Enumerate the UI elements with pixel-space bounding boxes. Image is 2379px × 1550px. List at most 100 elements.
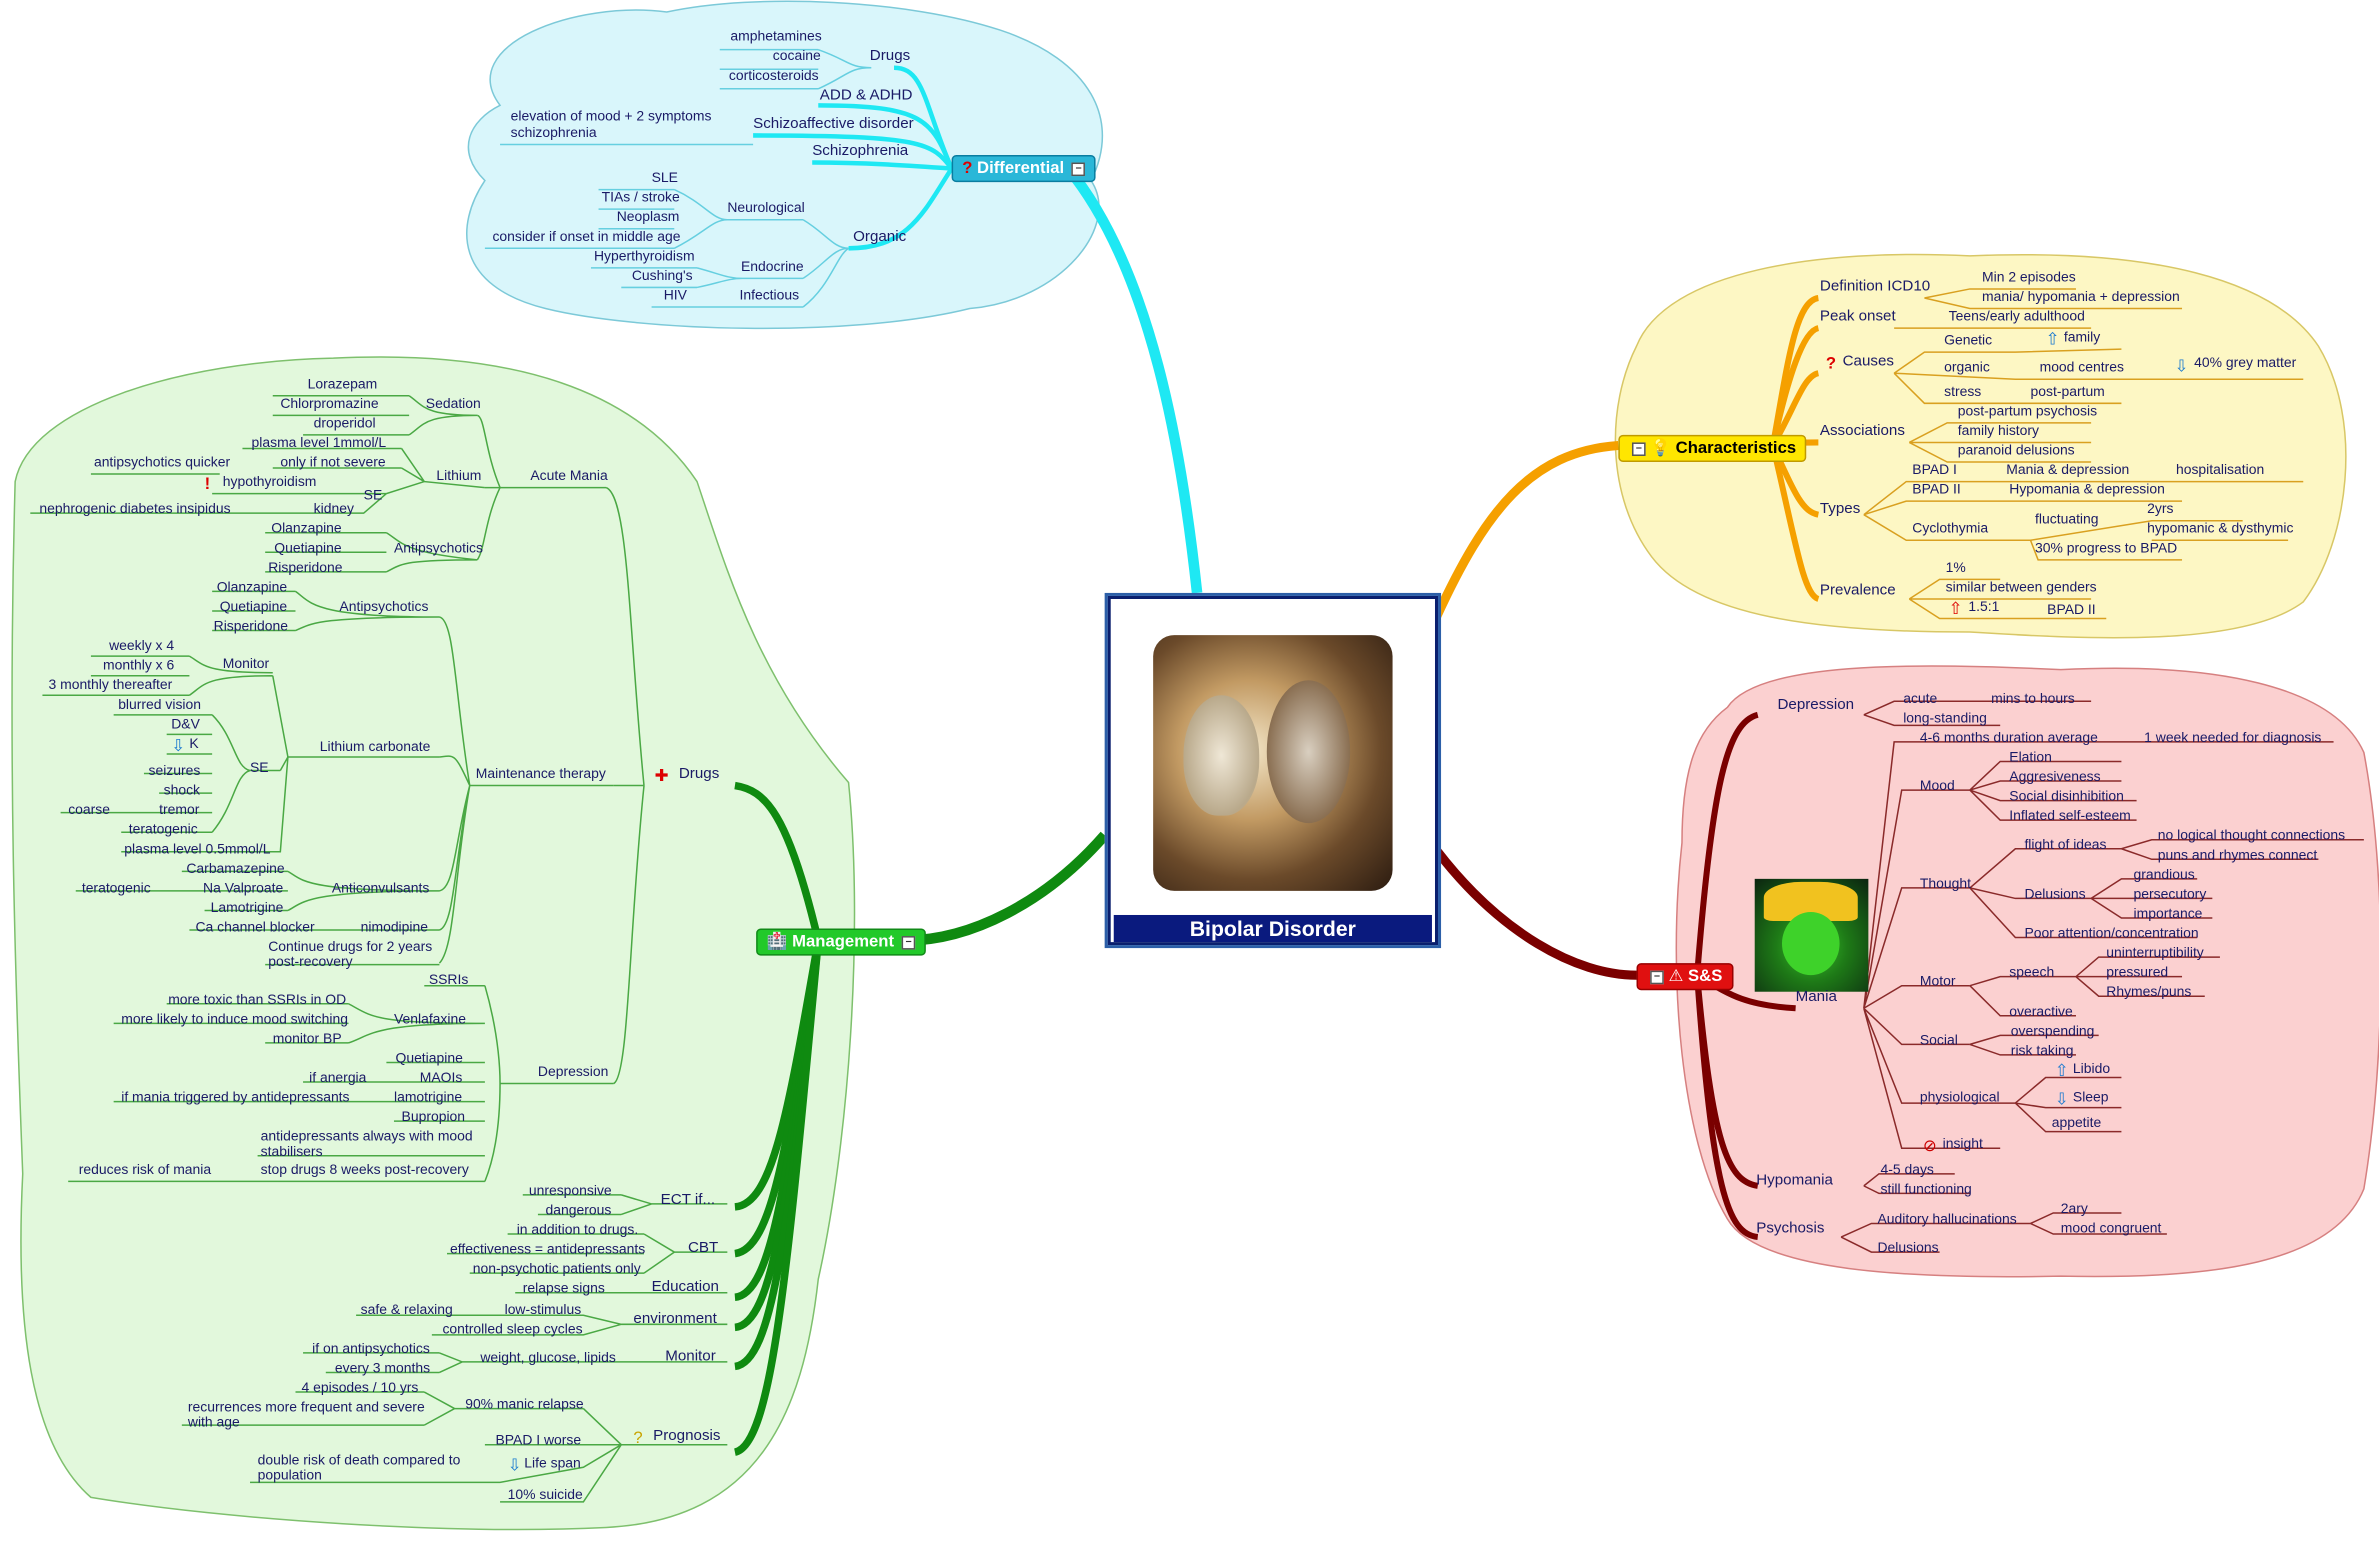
topic-label[interactable]: BPAD II xyxy=(2047,601,2096,618)
topic-label[interactable]: Definition ICD10 xyxy=(1819,278,1931,295)
topic-label[interactable]: nephrogenic diabetes insipidus xyxy=(39,501,231,517)
topic-label[interactable]: acute xyxy=(1903,690,1938,706)
topic-label[interactable]: Types xyxy=(1819,501,1861,518)
topic-label[interactable]: 4 episodes / 10 yrs xyxy=(301,1379,419,1396)
topic-label[interactable]: Endocrine xyxy=(740,258,804,274)
topic-label[interactable]: Risperidone xyxy=(268,559,343,575)
topic-label[interactable]: Inflated self-esteem xyxy=(2009,808,2131,824)
topic-label[interactable]: Rhymes/puns xyxy=(2106,984,2192,1000)
topic-label[interactable]: post-recovery xyxy=(268,954,353,970)
topic-label[interactable]: low-stimulus xyxy=(504,1301,582,1317)
topic-label[interactable]: Hypomania & depression xyxy=(2009,481,2165,497)
topic-label[interactable]: dangerous xyxy=(545,1202,612,1218)
topic-label[interactable]: Associations xyxy=(1819,422,1905,440)
topic-label[interactable]: overactive xyxy=(2009,1003,2073,1019)
topic-label[interactable]: Min 2 episodes xyxy=(1982,269,2076,285)
topic-label[interactable]: SE xyxy=(363,487,383,503)
topic-label[interactable]: Quetiapine xyxy=(274,540,342,556)
topic-label[interactable]: Lithium carbonate xyxy=(319,738,431,754)
topic-label[interactable]: 4-5 days xyxy=(1880,1161,1934,1177)
topic-label[interactable]: Hyperthyroidism xyxy=(593,248,695,264)
collapse-toggle[interactable]: − xyxy=(1071,161,1086,176)
topic-label[interactable]: plasma level 0.5mmol/L xyxy=(124,841,271,857)
topic-label[interactable]: speech xyxy=(2009,964,2055,980)
topic-label[interactable]: Quetiapine xyxy=(219,598,288,614)
topic-label[interactable]: CBT xyxy=(687,1240,719,1257)
topic-label[interactable]: Neoplasm xyxy=(616,209,680,225)
topic-label[interactable]: Depression xyxy=(1777,696,1855,714)
topic-label[interactable]: teratogenic xyxy=(128,821,198,837)
topic-label[interactable]: pressured xyxy=(2106,964,2169,980)
topic-label[interactable]: elevation of mood + 2 symptoms xyxy=(510,108,712,124)
topic-label[interactable]: Risperidone xyxy=(213,618,288,634)
topic-label[interactable]: importance xyxy=(2133,905,2203,921)
topic-label[interactable]: Olanzapine xyxy=(271,520,342,536)
topic-label[interactable]: Social xyxy=(1919,1032,1958,1048)
topic-label[interactable]: if mania triggered by antidepressants xyxy=(121,1089,350,1105)
topic-label[interactable]: post-partum psychosis xyxy=(1957,403,2098,419)
topic-label[interactable]: Sedation xyxy=(425,395,481,411)
topic-label[interactable]: MAOIs xyxy=(419,1069,463,1086)
topic-label[interactable]: Prognosis xyxy=(653,1428,721,1445)
topic-label[interactable]: weekly x 4 xyxy=(109,638,175,654)
topic-label[interactable]: effectiveness = antidepressants xyxy=(450,1241,646,1257)
topic-label[interactable]: Chlorpromazine xyxy=(280,395,379,411)
topic-label[interactable]: Monitor xyxy=(665,1348,716,1365)
topic-label[interactable]: 30% progress to BPAD xyxy=(2035,540,2178,556)
topic-label[interactable]: Education xyxy=(651,1279,719,1296)
topic-label[interactable]: Mania & depression xyxy=(2006,462,2130,478)
topic-label[interactable]: ADD & ADHD xyxy=(819,87,913,104)
topic-label[interactable]: if on antipsychotics xyxy=(312,1340,430,1356)
topic-label[interactable]: still functioning xyxy=(1880,1181,1972,1197)
topic-label[interactable]: overspending xyxy=(2010,1023,2095,1039)
topic-label[interactable]: flight of ideas xyxy=(2024,836,2107,852)
topic-label[interactable]: Life span xyxy=(524,1455,581,1471)
topic-label[interactable]: population xyxy=(257,1467,322,1483)
topic-label[interactable]: Drugs xyxy=(678,765,720,783)
topic-label[interactable]: Peak onset xyxy=(1819,308,1896,326)
topic-label[interactable]: reduces risk of mania xyxy=(78,1161,212,1177)
topic-label[interactable]: persecutory xyxy=(2133,886,2207,902)
topic-label[interactable]: lamotrigine xyxy=(393,1089,463,1105)
topic-label[interactable]: Organic xyxy=(853,228,907,246)
topic-label[interactable]: Schizophrenia xyxy=(812,142,909,160)
topic-label[interactable]: teratogenic xyxy=(81,880,151,896)
branch-differential[interactable]: ? Differential − xyxy=(951,155,1097,183)
topic-label[interactable]: Carbamazepine xyxy=(186,860,285,876)
topic-label[interactable]: similar between genders xyxy=(1945,579,2097,595)
topic-label[interactable]: plasma level 1mmol/L xyxy=(251,434,387,450)
branch-ss[interactable]: − ⚠ S&S xyxy=(1636,963,1733,991)
topic-label[interactable]: stabilisers xyxy=(260,1143,323,1159)
topic-label[interactable]: every 3 months xyxy=(334,1360,431,1376)
topic-label[interactable]: consider if onset in middle age xyxy=(492,228,681,244)
topic-label[interactable]: mins to hours xyxy=(1991,690,2075,706)
topic-label[interactable]: family xyxy=(2063,329,2101,345)
topic-label[interactable]: Quetiapine xyxy=(395,1050,463,1066)
topic-label[interactable]: corticosteroids xyxy=(728,67,819,83)
topic-label[interactable]: Motor xyxy=(1919,973,1956,989)
topic-label[interactable]: post-partum xyxy=(2030,383,2105,399)
topic-label[interactable]: amphetamines xyxy=(730,28,822,44)
topic-label[interactable]: Elation xyxy=(2009,749,2052,765)
topic-label[interactable]: droperidol xyxy=(313,415,376,431)
central-topic[interactable]: Bipolar Disorder xyxy=(1104,592,1442,949)
topic-label[interactable]: Antipsychotics xyxy=(393,540,483,556)
topic-label[interactable]: mood congruent xyxy=(2060,1220,2162,1236)
topic-label[interactable]: Na Valproate xyxy=(203,880,284,896)
topic-label[interactable]: appetite xyxy=(2051,1115,2102,1131)
topic-label[interactable]: Lithium xyxy=(436,468,482,484)
topic-label[interactable]: 2ary xyxy=(2060,1200,2088,1216)
topic-label[interactable]: 1.5:1 xyxy=(1968,598,2000,614)
topic-label[interactable]: BPAD II xyxy=(1912,481,1961,497)
topic-label[interactable]: Causes xyxy=(1842,353,1894,371)
topic-label[interactable]: recurrences more frequent and severe xyxy=(187,1399,425,1415)
topic-label[interactable]: Psychosis xyxy=(1756,1220,1825,1238)
topic-label[interactable]: D&V xyxy=(171,716,200,732)
topic-label[interactable]: Libido xyxy=(2072,1060,2111,1077)
topic-label[interactable]: Mood xyxy=(1919,778,1955,794)
topic-label[interactable]: BPAD I worse xyxy=(495,1432,582,1448)
collapse-toggle[interactable]: − xyxy=(1631,441,1646,456)
topic-label[interactable]: Drugs xyxy=(869,48,911,65)
topic-label[interactable]: seizures xyxy=(148,762,201,779)
topic-label[interactable]: SLE xyxy=(651,170,678,186)
